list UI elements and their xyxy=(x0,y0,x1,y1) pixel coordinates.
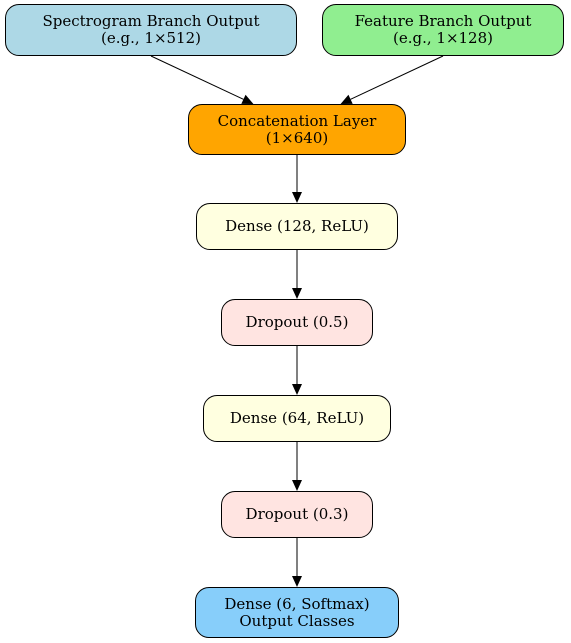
node-feature-line1: Feature Branch Output xyxy=(354,12,532,30)
arrowhead-dropout2-to-output xyxy=(292,576,302,587)
arrowhead-dense1-to-dropout1 xyxy=(292,288,302,299)
node-concat-line2: (1×640) xyxy=(265,128,329,147)
node-dense1-label: Dense (128, ReLU) xyxy=(225,217,369,235)
arrowhead-spectrogram-to-concat xyxy=(241,94,254,104)
arrowhead-feature-to-concat xyxy=(340,94,353,104)
arrowhead-concat-to-dense1 xyxy=(292,192,302,203)
node-dropout1-label: Dropout (0.5) xyxy=(245,313,349,331)
node-spectrogram-line1: Spectrogram Branch Output xyxy=(42,12,260,30)
node-output-line2: Output Classes xyxy=(239,611,355,630)
edge-feature-to-concat xyxy=(350,55,444,100)
node-spectrogram-branch-output: Spectrogram Branch Output (e.g., 1×512) xyxy=(5,4,297,56)
node-dense2-label: Dense (64, ReLU) xyxy=(229,409,365,427)
node-output-line1: Dense (6, Softmax) xyxy=(224,594,370,613)
node-spectrogram-line2: (e.g., 1×512) xyxy=(101,29,201,47)
node-dropout-0-3: Dropout (0.3) xyxy=(221,491,373,538)
node-feature-branch-output: Feature Branch Output (e.g., 1×128) xyxy=(322,4,564,56)
edge-spectrogram-to-concat xyxy=(150,55,244,100)
node-dense-64-relu: Dense (64, ReLU) xyxy=(203,395,391,442)
node-dense-softmax-output: Dense (6, Softmax) Output Classes xyxy=(195,587,399,638)
node-feature-line2: (e.g., 1×128) xyxy=(393,29,493,47)
node-dropout-0-5: Dropout (0.5) xyxy=(221,299,373,346)
node-dense-128-relu: Dense (128, ReLU) xyxy=(196,203,398,250)
arrowhead-dense2-to-dropout2 xyxy=(292,480,302,491)
node-dropout2-label: Dropout (0.3) xyxy=(245,505,349,523)
node-concatenation-layer: Concatenation Layer (1×640) xyxy=(188,104,406,155)
arrowhead-dropout1-to-dense2 xyxy=(292,384,302,395)
node-concat-line1: Concatenation Layer xyxy=(217,111,377,130)
